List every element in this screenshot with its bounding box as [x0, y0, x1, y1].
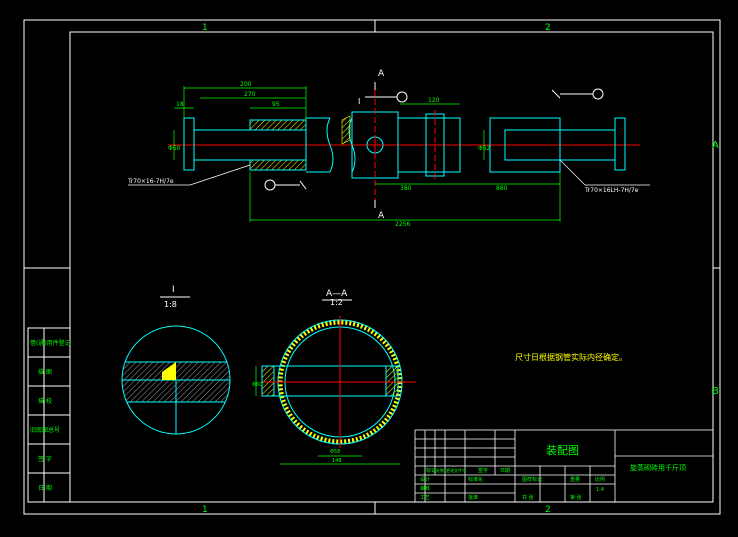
section-dim-bottom2: 148 — [332, 458, 342, 464]
thread-right-label: Tr70×16LH-7H/7e — [584, 187, 639, 194]
title-scale-value: 1:4 — [596, 487, 604, 493]
dim-phi50: Φ50 — [168, 145, 181, 152]
left-strip-item-0: 借(通)用件登记 — [30, 339, 71, 347]
dim-200: 200 — [240, 81, 252, 88]
detail-marker: I — [358, 97, 360, 106]
right-handle — [551, 88, 604, 100]
section-marker-bottom: A — [378, 211, 385, 221]
dim-380: 380 — [400, 185, 412, 192]
title-sign-label-0: 设计 — [420, 476, 430, 483]
left-flange — [183, 117, 195, 171]
title-drawing-type: 装配图 — [546, 444, 579, 457]
left-strip-item-3: 旧底图总号 — [30, 426, 60, 434]
title-sign-label-4: 批准 — [468, 494, 478, 501]
dim-270: 270 — [244, 91, 256, 98]
section-label: A—A — [326, 289, 348, 299]
zone-right-b: B — [712, 386, 719, 397]
section-scale: 1:2 — [330, 298, 343, 307]
left-nut-bottom — [249, 159, 307, 171]
zone-bottom-2: 2 — [545, 505, 551, 515]
left-nut-top — [249, 119, 307, 131]
left-strip — [27, 327, 71, 503]
detail-scale: 1:8 — [164, 300, 177, 309]
zone-right-a: A — [712, 140, 719, 151]
dimension-lines — [173, 86, 561, 222]
dim-95: 95 — [272, 101, 280, 108]
dim-18: 18 — [176, 101, 184, 108]
section-marker-top: A — [378, 69, 385, 79]
middle-tube — [397, 117, 461, 173]
title-sign-label-2: 工艺 — [420, 495, 430, 501]
right-tube — [489, 117, 561, 173]
title-sheet-no: 第 张 — [570, 494, 582, 501]
dim-2256: 2256 — [395, 221, 410, 228]
title-block — [414, 429, 714, 503]
top-handle — [365, 91, 408, 103]
left-strip-item-4: 签 字 — [38, 455, 52, 463]
detail-view: I 1:8 — [121, 285, 231, 435]
title-sign-label-3: 标准化 — [468, 476, 483, 483]
zone-top-1: 1 — [202, 23, 208, 33]
title-row-label-3: 签字 — [478, 467, 488, 474]
title-weight: 重量 — [570, 476, 580, 483]
dim-880: 880 — [496, 185, 508, 192]
title-row-label-2: 更改文件号 — [446, 467, 466, 473]
left-handle — [264, 179, 307, 191]
zone-ticks — [24, 20, 720, 514]
main-view: 200 270 95 18 Φ50 120 380 880 2256 Φ52 T… — [127, 69, 650, 228]
dim-120: 120 — [428, 97, 440, 104]
title-product-name: 旋蒸砌砖用千斤顶 — [630, 463, 686, 472]
title-sign-label-1: 审核 — [420, 485, 430, 492]
title-row-label-4: 日期 — [500, 468, 510, 474]
detail-label: I — [172, 285, 175, 295]
thread-left-label: Tr70×16-7H/7e — [127, 178, 174, 185]
right-flange — [614, 117, 626, 171]
section-view: A—A 1:2 Φ60 Φ58 148 — [252, 289, 416, 465]
section-dim-left: Φ60 — [252, 382, 262, 388]
section-dim-bottom1: Φ58 — [330, 449, 340, 455]
title-stage: 图样标记 — [522, 476, 542, 483]
title-scale-label: 比例 — [595, 476, 605, 483]
dim-phi52: Φ52 — [478, 145, 491, 152]
left-strip-item-1: 描 图 — [38, 368, 52, 376]
title-sheet-info: 共 张 — [522, 494, 534, 501]
left-strip-item-5: 日 期 — [38, 484, 52, 492]
inner-frame — [69, 31, 714, 503]
left-strip-item-2: 描 校 — [38, 397, 52, 405]
outer-border — [23, 19, 721, 515]
zone-bottom-1: 1 — [202, 505, 208, 515]
title-row-label-1: 处数 — [436, 467, 444, 473]
title-row-label-0: 标记 — [426, 467, 436, 474]
zone-top-2: 2 — [545, 23, 551, 33]
technical-note: 尺寸日根据钢管实际内径确定。 — [515, 352, 627, 362]
